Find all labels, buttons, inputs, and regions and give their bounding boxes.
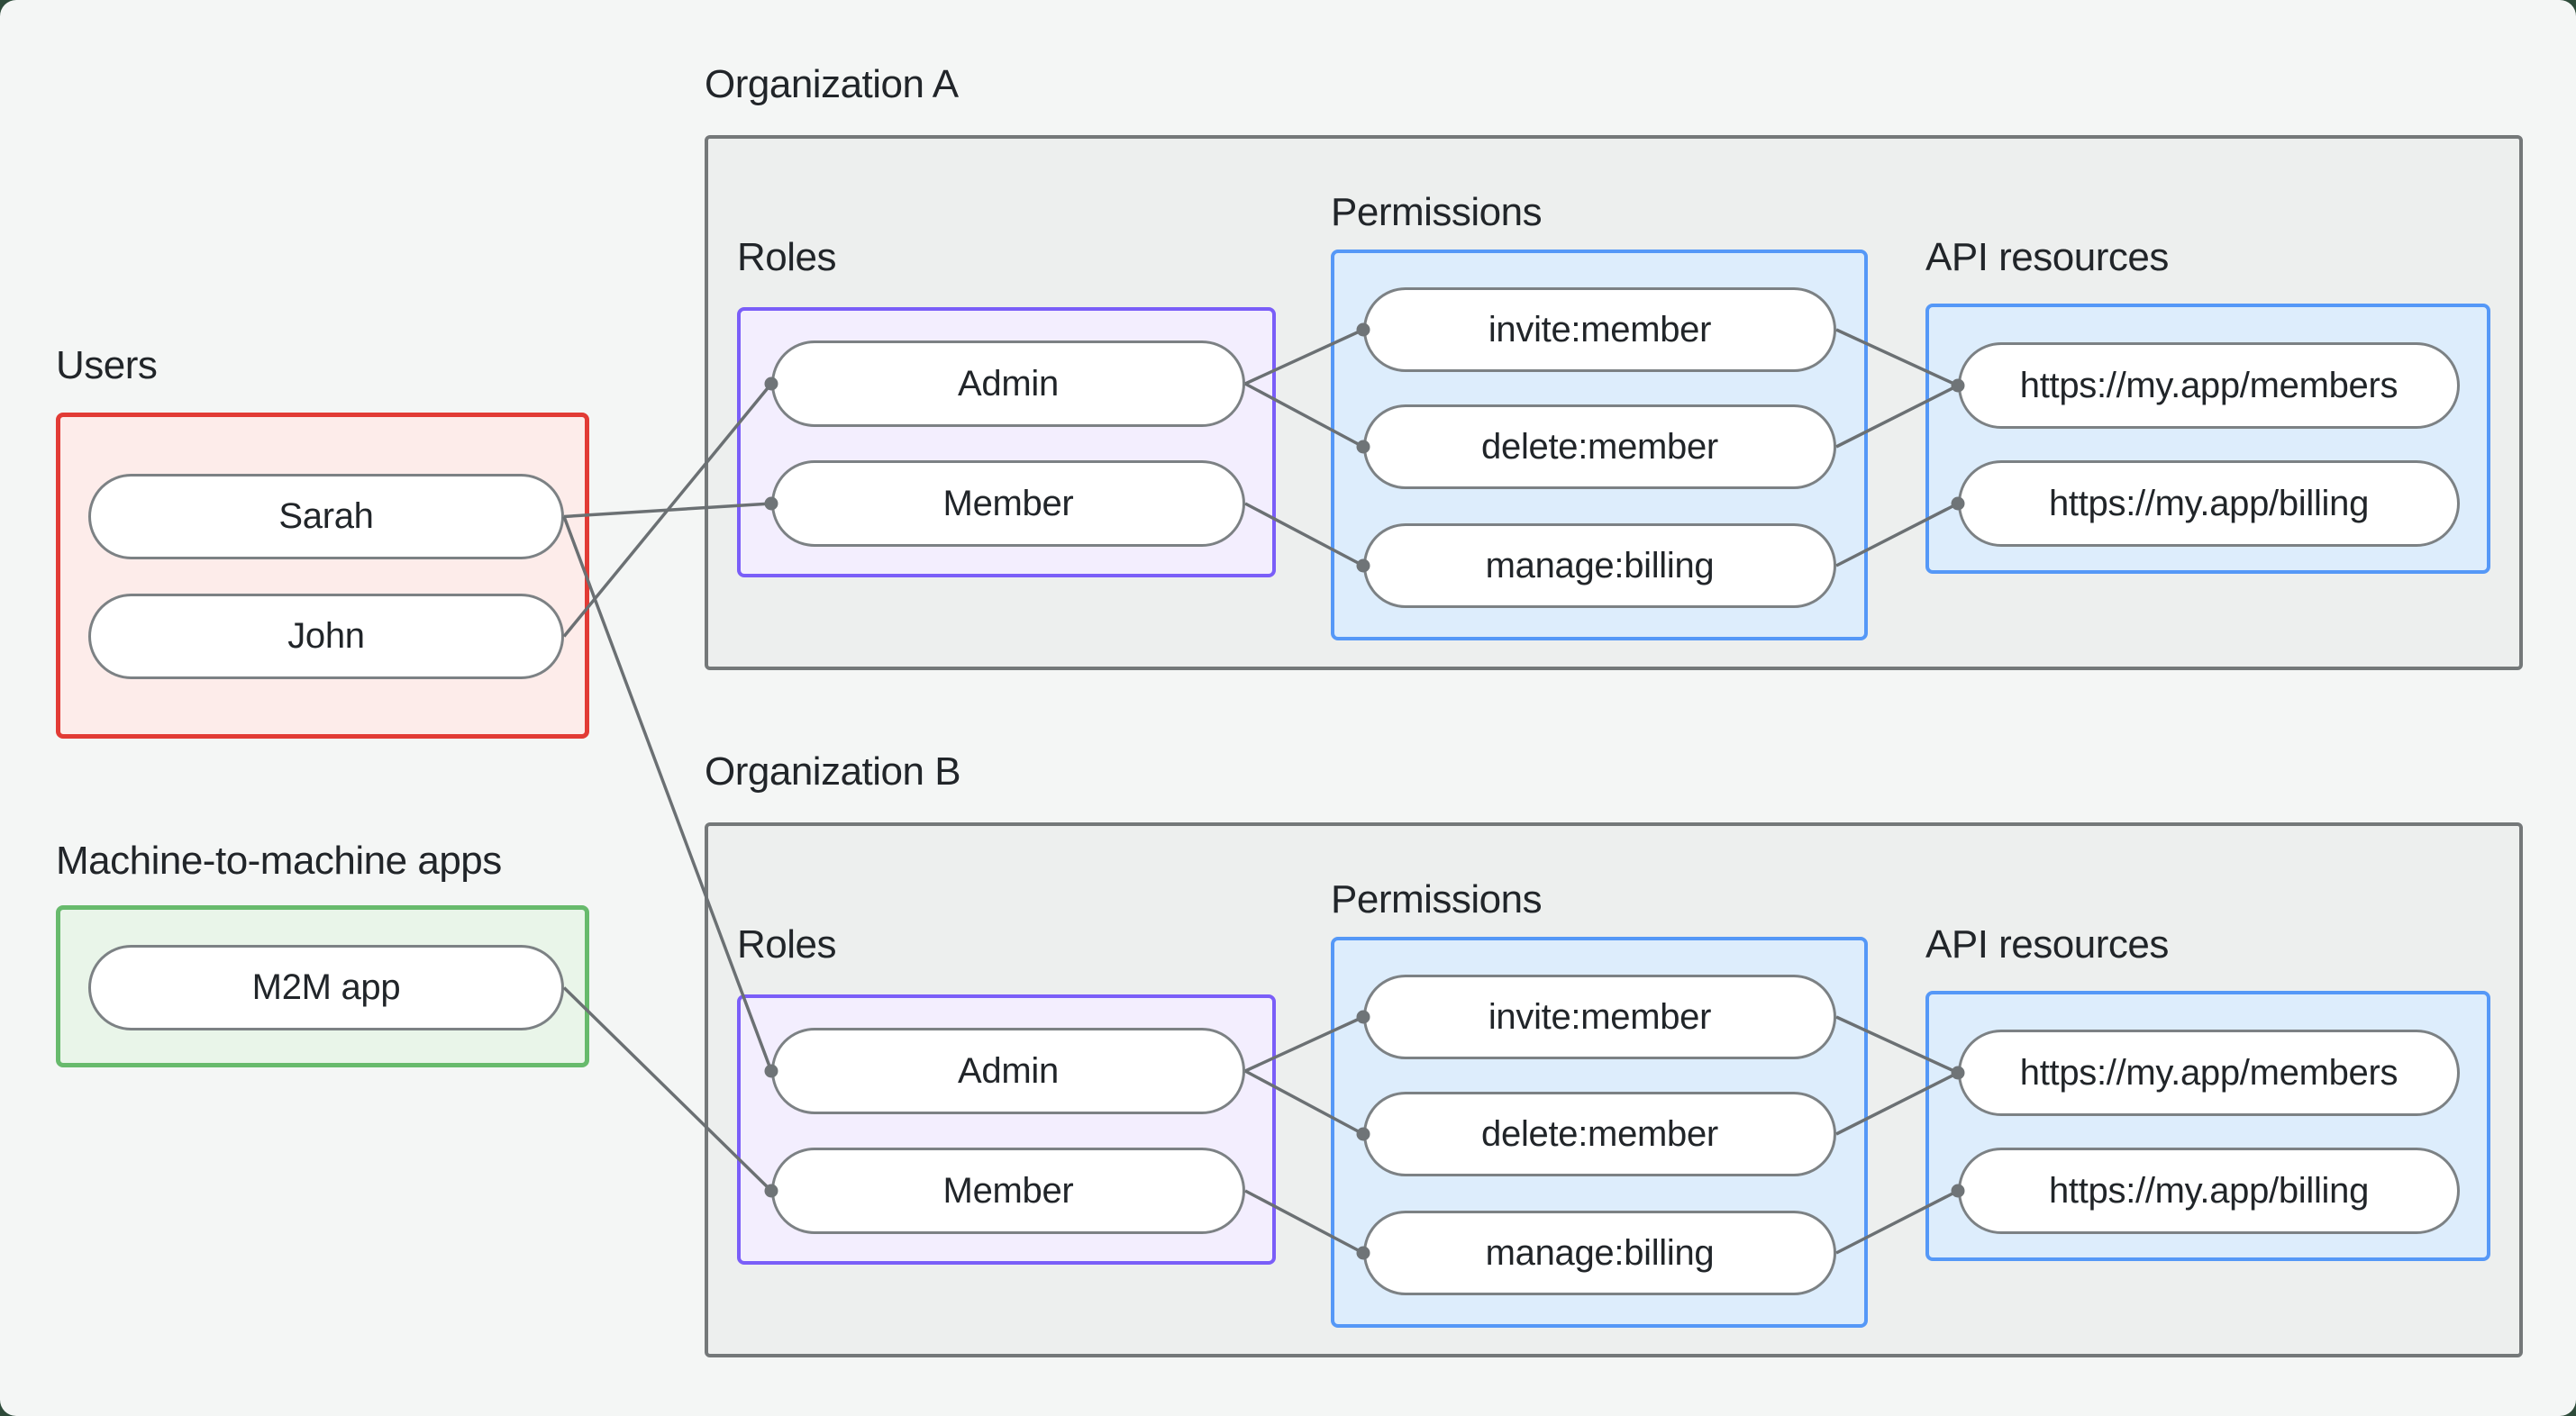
- edge-junction-dot-membersA: [1951, 378, 1965, 393]
- node-label: Member: [942, 483, 1074, 523]
- node-label: M2M app: [251, 967, 401, 1007]
- org-b-permissions-box: invite:member delete:member manage:billi…: [1331, 937, 1868, 1328]
- node-label: invite:member: [1488, 309, 1712, 349]
- m2m-group-box: M2M app: [56, 905, 589, 1067]
- node-org-a-perm-invite-member: invite:member: [1363, 287, 1836, 372]
- node-org-a-role-admin: Admin: [771, 340, 1245, 427]
- org-a-api-label: API resources: [1925, 235, 2169, 279]
- edge-junction-dot-billingB: [1951, 1184, 1965, 1198]
- node-user-john: John: [88, 594, 564, 679]
- node-label: Member: [942, 1170, 1074, 1211]
- edge-junction-dot-manageA: [1356, 558, 1370, 573]
- edge-junction-dot-membersB: [1951, 1066, 1965, 1080]
- org-a-permissions-box: invite:member delete:member manage:billi…: [1331, 250, 1868, 640]
- node-label: Admin: [958, 363, 1059, 404]
- org-a-title: Organization A: [705, 62, 959, 106]
- node-org-a-api-billing: https://my.app/billing: [1958, 460, 2460, 547]
- node-org-b-perm-delete-member: delete:member: [1363, 1092, 1836, 1176]
- org-b-title: Organization B: [705, 749, 961, 794]
- node-label: delete:member: [1481, 426, 1718, 467]
- node-label: https://my.app/billing: [2048, 483, 2370, 523]
- node-label: https://my.app/members: [2019, 1052, 2399, 1093]
- org-a-permissions-label: Permissions: [1331, 190, 1543, 234]
- node-org-b-api-members: https://my.app/members: [1958, 1030, 2460, 1116]
- users-group-label: Users: [56, 343, 158, 387]
- node-label: Sarah: [278, 496, 374, 536]
- org-b-api-label: API resources: [1925, 922, 2169, 967]
- users-group-box: Sarah John: [56, 413, 589, 739]
- node-label: invite:member: [1488, 996, 1712, 1037]
- node-label: manage:billing: [1485, 1232, 1715, 1273]
- node-label: https://my.app/billing: [2048, 1170, 2370, 1211]
- edge-junction-dot-inviteB: [1356, 1010, 1370, 1024]
- node-org-a-api-members: https://my.app/members: [1958, 342, 2460, 429]
- node-org-b-api-billing: https://my.app/billing: [1958, 1148, 2460, 1234]
- m2m-group-label: Machine-to-machine apps: [56, 839, 502, 883]
- edge-junction-dot-deleteA: [1356, 440, 1370, 454]
- node-label: https://my.app/members: [2019, 365, 2399, 405]
- edge-junction-dot-billingA: [1951, 496, 1965, 511]
- edge-junction-dot-manageB: [1356, 1246, 1370, 1260]
- org-b-permissions-label: Permissions: [1331, 877, 1543, 921]
- edge-junction-dot-inviteA: [1356, 322, 1370, 337]
- node-org-a-role-member: Member: [771, 460, 1245, 547]
- node-m2m-app: M2M app: [88, 945, 564, 1030]
- org-b-api-box: https://my.app/members https://my.app/bi…: [1925, 991, 2490, 1261]
- edge-junction-dot-memberB: [764, 1184, 778, 1198]
- node-label: John: [287, 616, 365, 656]
- edge-junction-dot-deleteB: [1356, 1127, 1370, 1141]
- node-label: Admin: [958, 1050, 1059, 1091]
- node-org-a-perm-manage-billing: manage:billing: [1363, 523, 1836, 608]
- org-a-roles-box: Admin Member: [737, 307, 1276, 577]
- node-org-b-perm-invite-member: invite:member: [1363, 975, 1836, 1059]
- node-label: delete:member: [1481, 1113, 1718, 1154]
- node-label: manage:billing: [1485, 545, 1715, 585]
- node-org-b-role-member: Member: [771, 1148, 1245, 1234]
- edge-junction-dot-memberA: [764, 496, 778, 511]
- edge-junction-dot-adminA: [764, 377, 778, 391]
- edge-junction-dot-adminB: [764, 1064, 778, 1078]
- org-a-api-box: https://my.app/members https://my.app/bi…: [1925, 304, 2490, 574]
- node-org-b-perm-manage-billing: manage:billing: [1363, 1211, 1836, 1295]
- node-user-sarah: Sarah: [88, 474, 564, 559]
- org-a-roles-label: Roles: [737, 235, 837, 279]
- node-org-a-perm-delete-member: delete:member: [1363, 404, 1836, 489]
- org-b-roles-label: Roles: [737, 922, 837, 967]
- org-b-roles-box: Admin Member: [737, 994, 1276, 1265]
- node-org-b-role-admin: Admin: [771, 1028, 1245, 1114]
